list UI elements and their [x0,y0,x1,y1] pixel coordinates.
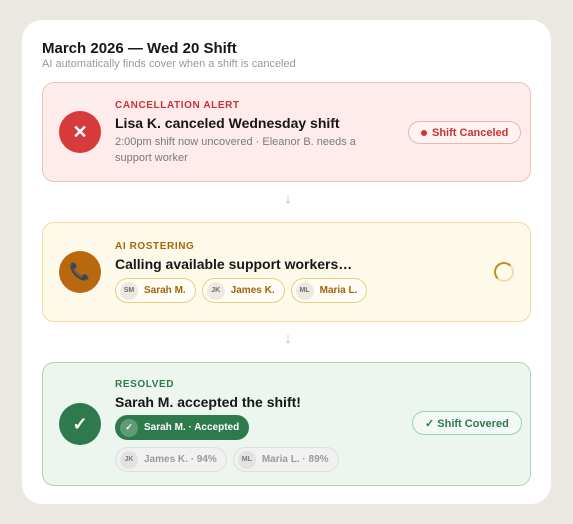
avatar: JK [120,450,138,469]
step-label: AI ROSTERING [115,241,195,252]
result-text: Sarah M. · Accepted [144,422,240,433]
cancellation-alert-panel: ✕ CANCELLATION ALERT Lisa K. canceled We… [42,82,531,182]
candidate-name: James K. [230,285,275,296]
status-dot-icon [421,129,427,136]
candidate-chip[interactable]: ML Maria L. [290,278,368,303]
result-text: James K. · 94% [144,454,217,465]
candidate-list: SM Sarah M. JK James K. ML Maria L. [115,278,415,303]
candidate-chip[interactable]: SM Sarah M. [115,278,196,303]
ai-rostering-panel: 📞 AI ROSTERING Calling available support… [42,222,531,322]
check-icon: ✓ [59,403,101,445]
avatar: SM [120,281,138,300]
shift-covered-badge: ✓ Shift Covered [412,411,522,435]
result-list: ✓ Sarah M. · Accepted JK James K. · 94% … [115,415,355,472]
step-heading: Sarah M. accepted the shift! [115,394,301,410]
step-label: CANCELLATION ALERT [115,100,240,111]
loading-spinner-icon [494,262,514,282]
accepted-worker-chip[interactable]: ✓ Sarah M. · Accepted [115,415,250,440]
close-icon: ✕ [59,111,101,153]
shift-cover-card: March 2026 — Wed 20 Shift AI automatical… [22,20,551,504]
candidate-name: Sarah M. [144,285,186,296]
phone-icon: 📞 [59,251,101,293]
check-icon: ✓ [120,418,138,437]
worker-chip[interactable]: JK James K. · 94% [115,447,227,472]
arrow-down-icon: ↓ [284,190,292,207]
step-heading: Calling available support workers… [115,256,353,272]
arrow-down-icon: ↓ [284,330,292,347]
resolved-panel: ✓ RESOLVED Sarah M. accepted the shift! … [42,362,531,486]
avatar: JK [206,281,225,300]
step-description: 2:00pm shift now uncovered · Eleanor B. … [115,136,356,164]
worker-chip[interactable]: ML Maria L. · 89% [232,447,339,472]
step-label: RESOLVED [115,379,175,390]
page-subtitle: AI automatically finds cover when a shif… [42,58,296,70]
page-title: March 2026 — Wed 20 Shift [42,40,237,57]
candidate-chip[interactable]: JK James K. [201,278,285,303]
shift-canceled-badge: Shift Canceled [408,121,522,144]
step-heading: Lisa K. canceled Wednesday shift [115,115,340,131]
avatar: ML [237,450,256,469]
candidate-name: Maria L. [319,285,358,296]
result-text: Maria L. · 89% [261,454,329,465]
badge-label: Shift Canceled [432,126,509,139]
avatar: ML [295,281,314,300]
